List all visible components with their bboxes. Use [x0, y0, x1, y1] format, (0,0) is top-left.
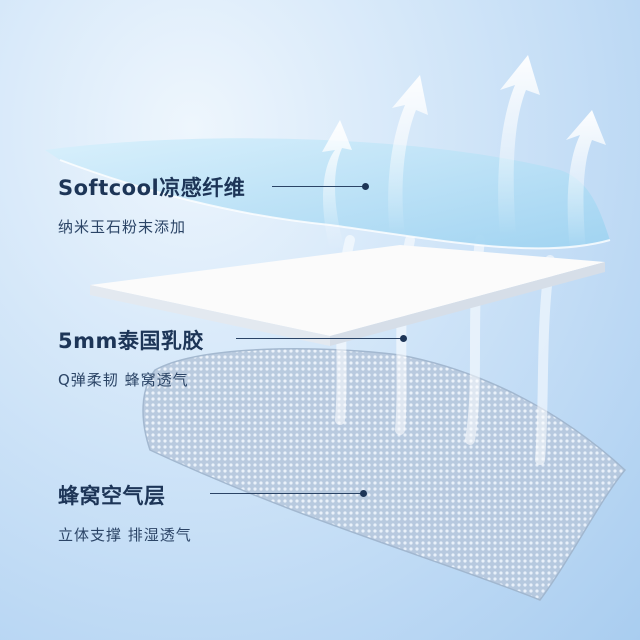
layer-title: Softcool凉感纤维: [58, 176, 246, 200]
layer-label-cooling: Softcool凉感纤维 纳米玉石粉末添加: [58, 172, 245, 237]
arrow-up-icon: [388, 75, 428, 235]
leader-line-3: [210, 493, 362, 494]
leader-dot-2: [400, 335, 407, 342]
arrow-up-icon: [498, 55, 540, 235]
airflow-arrows: [322, 55, 606, 250]
layer-title: 蜂窝空气层: [58, 484, 166, 508]
layer-title: 5mm泰国乳胶: [58, 329, 204, 353]
layer-label-honeycomb: 蜂窝空气层 立体支撑 排湿透气: [58, 480, 192, 545]
arrow-up-icon: [322, 120, 352, 250]
leader-line-2: [236, 338, 402, 339]
layer-label-latex: 5mm泰国乳胶 Q弹柔韧 蜂窝透气: [58, 325, 204, 390]
latex-layer: [90, 245, 605, 346]
leader-line-1: [272, 186, 364, 187]
layer-subtitle: Q弹柔韧 蜂窝透气: [58, 371, 189, 389]
arrow-up-icon: [566, 110, 606, 250]
layer-subtitle: 立体支撑 排湿透气: [58, 526, 192, 544]
layer-subtitle: 纳米玉石粉末添加: [58, 218, 187, 236]
leader-dot-1: [362, 183, 369, 190]
leader-dot-3: [360, 490, 367, 497]
honeycomb-mesh-layer: [142, 348, 627, 601]
